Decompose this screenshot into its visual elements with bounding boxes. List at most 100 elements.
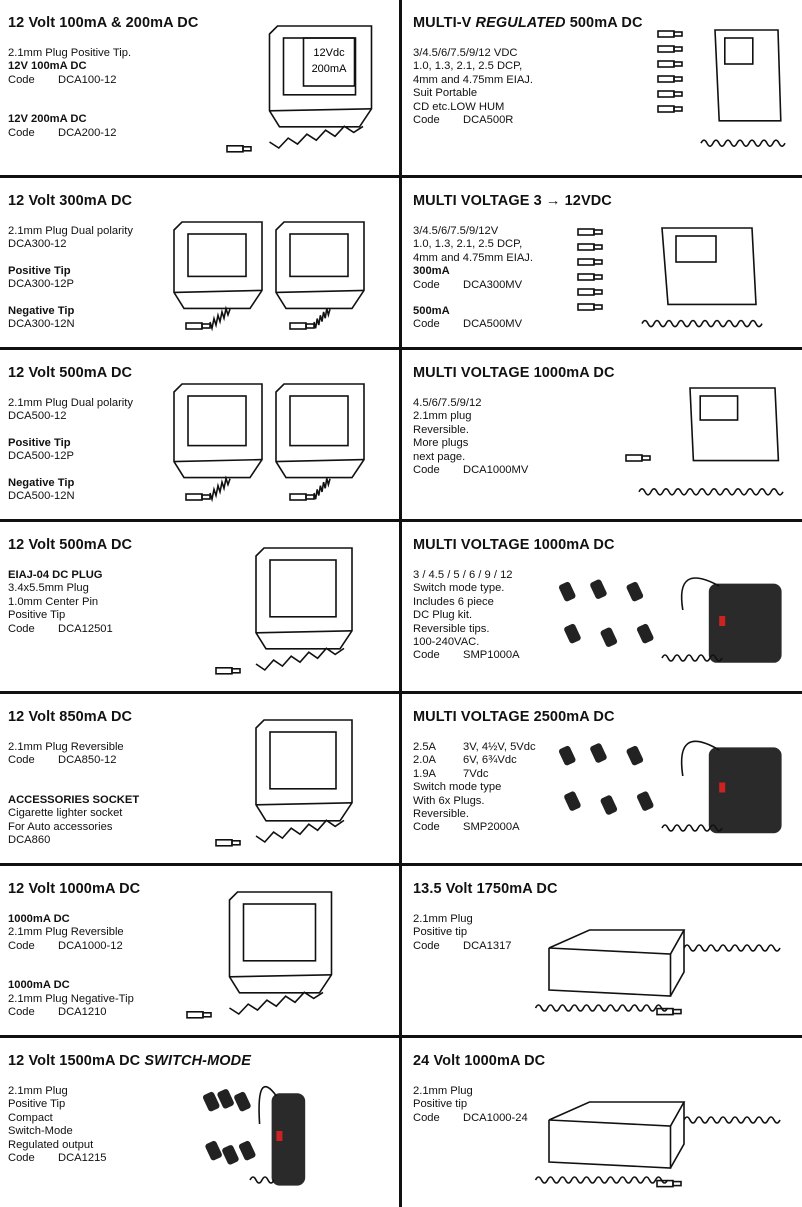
spec-line: ACCESSORIES SOCKET bbox=[8, 793, 140, 806]
spec-key: Code bbox=[8, 126, 35, 139]
column-divider bbox=[399, 178, 402, 347]
spec-line: Suit Portable bbox=[413, 87, 478, 100]
spec-code-line: Code DCA500MV bbox=[413, 318, 533, 331]
title-part: REGULATED bbox=[475, 15, 566, 31]
spec-key: Code bbox=[413, 464, 440, 477]
spec-key: Code bbox=[8, 939, 35, 952]
plug-pack-adapter-icon bbox=[200, 542, 360, 682]
spec-line: Includes 6 piece bbox=[413, 595, 494, 608]
spec-key: Code bbox=[8, 73, 35, 86]
row-divider bbox=[0, 863, 802, 866]
spec-key: 1.9A bbox=[413, 767, 437, 780]
spec-line: Positive Tip bbox=[8, 609, 66, 622]
spec-line: Compact bbox=[8, 1111, 53, 1124]
spec-value: DCA500R bbox=[463, 114, 514, 127]
spec-key: Code bbox=[8, 622, 35, 635]
spec-line: More plugs bbox=[413, 437, 469, 450]
product-title: 12 Volt 100mA & 200mA DC bbox=[8, 15, 199, 31]
adapter-with-cord-icon bbox=[622, 380, 792, 510]
desktop-power-supply-icon bbox=[522, 906, 792, 1026]
spec-line: 3 / 4.5 / 5 / 6 / 9 / 12 bbox=[413, 569, 513, 581]
product-title: MULTI VOLTAGE 2500mA DC bbox=[413, 709, 615, 725]
spec-line: 3.4x5.5mm Plug bbox=[8, 582, 89, 595]
spec-line: 12V 200mA DC bbox=[8, 113, 87, 126]
spec-line: Cigarette lighter socket bbox=[8, 807, 123, 820]
spec-key: Code bbox=[8, 754, 35, 767]
spacer bbox=[8, 87, 131, 100]
product-cell: MULTI VOLTAGE 1000mA DC 3 / 4.5 / 5 / 6 /… bbox=[402, 522, 802, 691]
spec-line: Negative Tip bbox=[8, 476, 75, 489]
product-title: MULTI VOLTAGE 1000mA DC bbox=[413, 537, 615, 553]
spec-line: Positive Tip bbox=[8, 1098, 66, 1111]
plug-pack-adapter-icon bbox=[200, 714, 360, 854]
spec-value: DCA1000-24 bbox=[463, 1111, 528, 1124]
spec-line: Switch mode type bbox=[413, 781, 502, 794]
row-divider bbox=[0, 347, 802, 350]
spec-line: Positive Tip bbox=[8, 436, 71, 449]
spec-key: Code bbox=[413, 114, 440, 127]
spec-line: DCA500-12N bbox=[8, 490, 75, 503]
product-title: 12 Volt 1500mA DC SWITCH-MODE bbox=[8, 1053, 251, 1069]
spacer bbox=[8, 424, 133, 437]
spacer bbox=[8, 768, 139, 781]
spec-line: 2.1mm Plug Negative-Tip bbox=[8, 992, 134, 1005]
spec-line: Positive tip bbox=[413, 926, 468, 939]
product-title: MULTI-V REGULATED 500mA DC bbox=[413, 15, 643, 31]
spec-value: DCA1317 bbox=[463, 939, 512, 952]
spec-key: Code bbox=[413, 649, 440, 662]
spec-line: Reversible. bbox=[413, 423, 469, 436]
spec-line: 3/4.5/6/7.5/9/12 VDC bbox=[413, 47, 518, 59]
product-title: 12 Volt 500mA DC bbox=[8, 537, 133, 553]
spec-value: DCA500MV bbox=[463, 318, 523, 331]
spec-line: Positive Tip bbox=[8, 264, 71, 277]
row-divider bbox=[0, 175, 802, 178]
switch-mode-adapter-icon bbox=[532, 562, 792, 682]
spec-key: Code bbox=[413, 318, 440, 331]
spec-line: 3/4.5/6/7.5/9/12V bbox=[413, 225, 499, 237]
title-part: SWITCH-MODE bbox=[144, 1053, 252, 1069]
spec-line: DCA300-12P bbox=[8, 278, 74, 291]
title-part: MULTI-V bbox=[413, 15, 476, 31]
spec-line: 2.1mm Plug Dual polarity bbox=[8, 397, 133, 409]
spec-line: 1.0mm Center Pin bbox=[8, 595, 99, 608]
spec-line: 500mA bbox=[413, 305, 450, 318]
spec-line: 2.1mm Plug Dual polarity bbox=[8, 225, 133, 237]
spec-key: Code bbox=[8, 1006, 35, 1019]
spec-line: 1000mA DC bbox=[8, 913, 70, 925]
spacer bbox=[8, 464, 133, 477]
spec-line: 300mA bbox=[413, 265, 450, 278]
plug-pack-adapter-icon bbox=[170, 886, 340, 1026]
spec-line: DCA500-12P bbox=[8, 450, 74, 463]
desktop-power-supply-icon bbox=[522, 1078, 792, 1198]
spec-value: DCA1215 bbox=[58, 1152, 107, 1165]
twin-adapter-icon bbox=[170, 380, 370, 510]
spec-line: CD etc.LOW HUM bbox=[413, 100, 505, 113]
spec-line: DC Plug kit. bbox=[413, 609, 473, 622]
spec-line: Reversible tips. bbox=[413, 622, 490, 635]
spec-line: DCA300-12 bbox=[8, 238, 67, 251]
title-part: MULTI VOLTAGE 1000mA DC bbox=[413, 365, 615, 381]
spec-line: 2.1mm Plug bbox=[413, 1085, 473, 1097]
spec-line: EIAJ-04 DC PLUG bbox=[8, 569, 103, 581]
spec-key: 2.5A bbox=[413, 741, 437, 753]
title-part: 24 Volt 1000mA DC bbox=[413, 1053, 546, 1069]
